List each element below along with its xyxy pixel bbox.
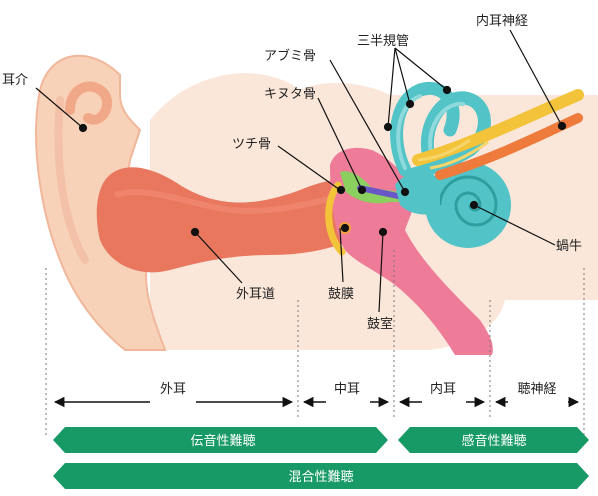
segment-auditory-nerve: 聴神経 — [517, 382, 556, 397]
eardrum-shape — [325, 181, 346, 256]
label-stapes: アブミ骨 — [264, 48, 316, 64]
mixed-hearing-loss-label: 混合性難聴 — [288, 470, 353, 485]
auricle-inner-curve — [65, 81, 112, 125]
label-eardrum: 鼓膜 — [328, 287, 354, 302]
label-incus: キヌタ骨 — [264, 87, 316, 102]
segment-inner-ear: 内耳 — [430, 381, 456, 397]
label-malleus: ツチ骨 — [232, 137, 271, 152]
label-tympanic-cavity: 鼓室 — [367, 316, 393, 332]
region-dividers — [45, 250, 585, 438]
auricle-rim — [54, 96, 89, 264]
label-semicircular-canals: 三半規管 — [357, 34, 409, 49]
label-ear-canal: 外耳道 — [236, 287, 275, 302]
leader-lines — [35, 29, 567, 313]
label-inner-ear-nerve: 内耳神経 — [476, 13, 528, 29]
ossicle-purple — [357, 185, 401, 199]
sensorineural-hearing-loss-label: 感音性難聴 — [461, 433, 526, 449]
segment-label-bgs — [150, 392, 568, 412]
vestibule-shape — [395, 172, 440, 215]
conductive-hearing-loss-label: 伝音性難聴 — [190, 433, 255, 449]
segment-outer-ear: 外耳 — [160, 382, 186, 397]
label-cochlea: 蝸牛 — [556, 239, 582, 254]
inner-ear-nerve-shape — [412, 89, 584, 166]
mixed-hearing-loss-bar — [53, 463, 589, 489]
segment-middle-ear: 中耳 — [334, 382, 360, 397]
semicircular-canals-inner — [396, 94, 465, 170]
sensorineural-hearing-loss-bar — [398, 427, 589, 453]
label-auricle: 耳介 — [2, 73, 28, 88]
nerve-branches — [417, 138, 489, 170]
conductive-hearing-loss-bar — [53, 427, 388, 453]
ear-canal-highlight — [114, 189, 336, 214]
cochlea-shape — [425, 162, 511, 248]
